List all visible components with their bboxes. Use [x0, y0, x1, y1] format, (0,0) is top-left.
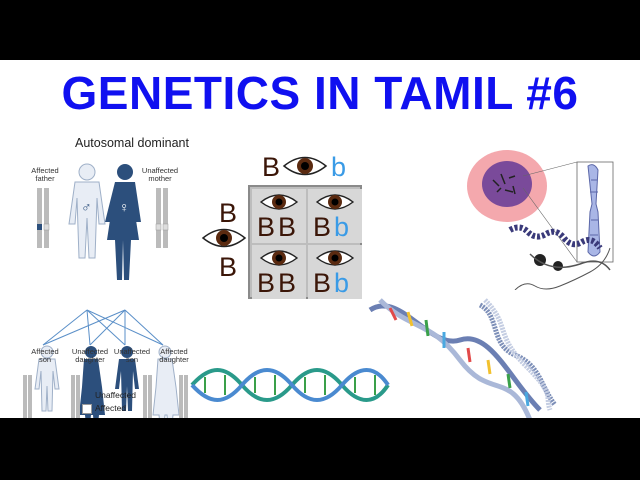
pedigree-figures: ♂ ♀: [23, 163, 188, 418]
pedigree-heading: Autosomal dominant: [75, 136, 189, 150]
punnett-cell: B b: [308, 245, 362, 299]
male-symbol-icon: ♂: [81, 199, 92, 215]
child-label-1: Affected son: [31, 347, 59, 364]
chromosome-icon: [587, 164, 601, 257]
legend-swatch-dark: [82, 390, 92, 401]
punnett-square: B B B b B B B b: [248, 185, 362, 299]
father-figure: ♂: [68, 163, 106, 259]
punnett-cell: B B: [252, 189, 306, 243]
mother-figure: ♀: [105, 164, 141, 280]
dna-helix-icon: [190, 368, 390, 402]
side-allele-2: B: [219, 252, 238, 282]
father-label: Affected father: [31, 166, 59, 183]
child-unaffected-son: [115, 346, 152, 418]
legend-unaffected: Unaffected: [82, 390, 136, 401]
child-unaffected-daughter: [71, 346, 105, 418]
eye-icon: [315, 250, 355, 266]
eye-icon: [315, 194, 355, 210]
cell-icon: [467, 150, 547, 222]
child-affected-daughter: [152, 345, 188, 418]
eye-icon: [282, 156, 328, 176]
dna-helix-icon: [478, 298, 558, 411]
female-symbol-icon: ♀: [119, 199, 130, 215]
chromatin-icon: [508, 224, 611, 271]
thumbnail-canvas: GENETICS IN TAMIL #6 Autosomal dominant …: [0, 60, 640, 418]
child-label-3: Unaffected son: [113, 347, 151, 364]
cell-chromosome-figure: [467, 150, 614, 290]
punnett-cell: B b: [308, 189, 362, 243]
top-allele-2: b: [331, 152, 347, 182]
eye-icon: [259, 250, 299, 266]
dna-helix-icon: [368, 298, 542, 418]
child-affected-son: [23, 345, 60, 418]
legend-swatch-light: [82, 403, 92, 414]
punnett-cell: B B: [252, 245, 306, 299]
child-label-4: Affected daughter: [159, 347, 189, 364]
eye-icon: [201, 228, 247, 248]
top-allele-1: B: [262, 152, 281, 182]
side-allele-1: B: [219, 198, 238, 228]
legend-affected: Affected: [82, 403, 126, 414]
eye-icon: [259, 194, 299, 210]
mother-label: Unaffected mother: [141, 166, 179, 183]
page-title: GENETICS IN TAMIL #6: [61, 67, 579, 119]
child-label-2: Unaffected daughter: [71, 347, 109, 364]
